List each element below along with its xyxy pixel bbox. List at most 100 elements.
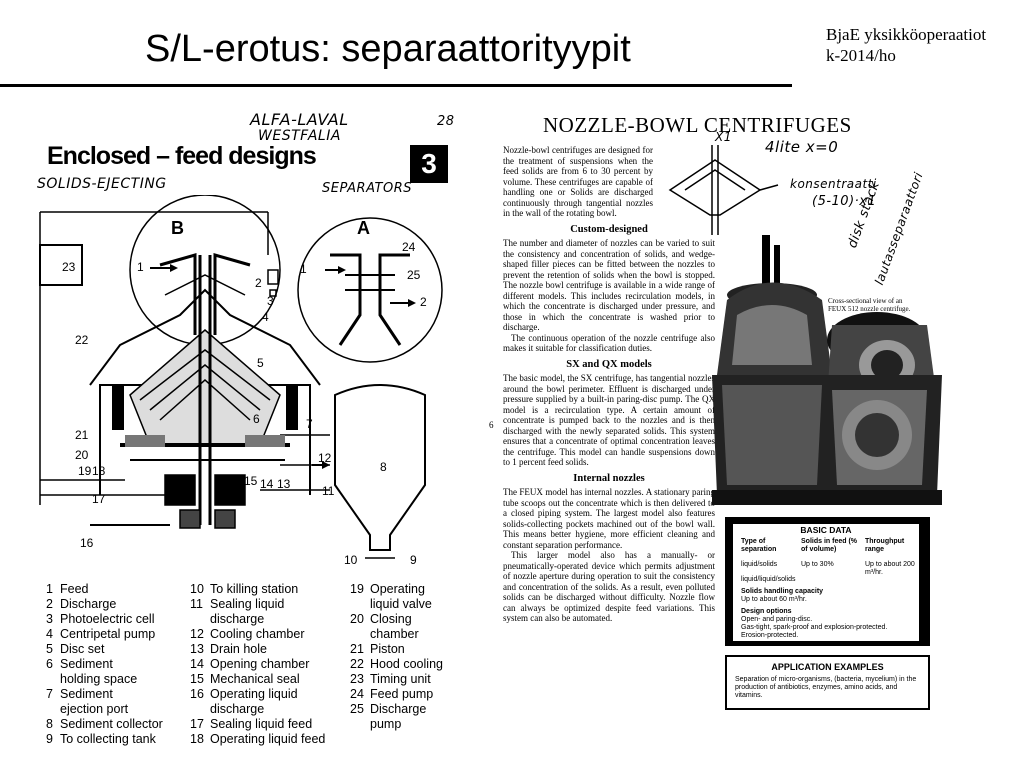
- legend-text: Operating liquid: [210, 687, 298, 701]
- legend-number: [46, 672, 60, 687]
- legend-text: Mechanical seal: [210, 672, 300, 686]
- legend-text: pump: [370, 717, 402, 731]
- label-21: 21: [75, 428, 89, 442]
- legend-text: discharge: [210, 702, 265, 716]
- legend-item: 20 Closing: [350, 612, 443, 627]
- legend-text: Operating: [370, 582, 425, 596]
- basic-col-type-header: Type of separation: [741, 538, 777, 553]
- capacity-value: Up to about 60 m³/hr.: [741, 596, 807, 603]
- paragraph-larger-model: This larger model also has a manually- o…: [503, 550, 715, 623]
- label-15: 15: [244, 474, 258, 488]
- design-option-2: Gas-tight, spark-proof and explosion-pro…: [741, 624, 888, 631]
- label-10: 10: [344, 553, 358, 567]
- paragraph-sx-qx: The basic model, the SX centrifuge, has …: [503, 373, 715, 467]
- legend-number: [190, 702, 210, 717]
- legend-text: Sealing liquid: [210, 597, 285, 611]
- application-text: Separation of micro-organisms, (bacteria…: [735, 676, 917, 699]
- label-a-2: 2: [420, 295, 427, 309]
- paragraph-continuous: The continuous operation of the nozzle c…: [503, 332, 715, 354]
- legend-number: 7: [46, 687, 53, 701]
- legend-text: Closing: [370, 612, 412, 626]
- legend-item: discharge: [190, 612, 325, 627]
- design-option-3: Erosion-protected.: [741, 632, 799, 639]
- heading-sx-qx: SX and QX models: [566, 358, 652, 370]
- label-13: 13: [277, 477, 291, 491]
- label-a-1: 1: [300, 262, 307, 276]
- legend-number: 21: [350, 642, 364, 656]
- legend-text: Sediment collector: [60, 717, 163, 731]
- paragraph-custom: The number and diameter of nozzles can b…: [503, 238, 715, 332]
- legend-text: chamber: [370, 627, 419, 641]
- basic-data-heading: BASIC DATA: [800, 525, 852, 535]
- separator-cross-section-diagram: [39, 195, 443, 559]
- title-underline: [0, 84, 792, 87]
- legend-text: Hood cooling: [370, 657, 443, 671]
- nozzle-bowl-sketch: [668, 145, 779, 235]
- legend-item: 5 Disc set: [46, 642, 163, 657]
- legend-number: 13: [190, 642, 204, 656]
- label-24: 24: [402, 240, 416, 254]
- slide-title: S/L-erotus: separaattorityypit: [145, 28, 631, 70]
- basic-solids-value: Up to 30%: [801, 561, 834, 568]
- legend-number: 2: [46, 597, 53, 611]
- label-4: 4: [262, 310, 269, 324]
- legend-number: 3: [46, 612, 53, 626]
- legend-number: 5: [46, 642, 53, 656]
- legend-text: Disc set: [60, 642, 105, 656]
- label-14: 14: [260, 477, 274, 491]
- basic-col-solids-header: Solids in feed (% of volume): [801, 538, 858, 553]
- legend-number: 8: [46, 717, 53, 731]
- handwriting-solids-ejecting: SOLIDS-EJECTING: [37, 176, 167, 192]
- course-term: k-2014/ho: [826, 46, 896, 65]
- detail-label-b: B: [171, 218, 184, 238]
- paragraph-internal: The FEUX model has internal nozzles. A s…: [503, 487, 715, 550]
- legend-number: 9: [46, 732, 53, 746]
- margin-note: 6: [489, 420, 494, 430]
- label-18: 18: [92, 464, 106, 478]
- basic-data-box: BASIC DATA Type of separation Solids in …: [725, 517, 930, 646]
- legend-item: ejection port: [46, 702, 163, 717]
- detail-circle-b: [129, 195, 281, 346]
- legend-number: 17: [190, 717, 204, 731]
- label-11: 11: [322, 484, 335, 498]
- handwriting-separators: SEPARATORS: [322, 181, 412, 196]
- label-6: 6: [253, 412, 260, 426]
- legend-text: Sealing liquid feed: [210, 717, 313, 731]
- course-name: BjaE yksikköoperaatiot: [826, 25, 987, 44]
- figure-heading: Enclosed – feed designs: [47, 142, 317, 170]
- handwriting-x1: X1: [715, 130, 732, 144]
- application-heading: APPLICATION EXAMPLES: [771, 662, 884, 672]
- label-20: 20: [75, 448, 89, 462]
- article-text-column: Nozzle-bowl centrifuges are designed for…: [503, 145, 715, 624]
- illustration-caption: Cross-sectional view of an FEUX 512 nozz…: [828, 297, 911, 313]
- article-intro: Nozzle-bowl centrifuges are designed for…: [503, 145, 653, 218]
- legend-text: Centripetal pump: [60, 627, 156, 641]
- legend-number: 14: [190, 657, 204, 671]
- design-option-1: Open- and paring-disc.: [741, 616, 813, 623]
- label-19: 19: [78, 464, 92, 478]
- legend-text: holding space: [60, 672, 138, 686]
- legend-number: 10: [190, 582, 204, 596]
- legend-text: Discharge: [370, 702, 427, 716]
- label-5: 5: [257, 356, 264, 370]
- label-8: 8: [380, 460, 387, 474]
- legend-number: 20: [350, 612, 364, 626]
- label-22: 22: [75, 333, 89, 347]
- basic-col-throughput-header: Throughput range: [865, 538, 905, 553]
- legend-item: chamber: [350, 627, 443, 642]
- legend-number: [350, 597, 370, 612]
- label-12: 12: [318, 451, 332, 465]
